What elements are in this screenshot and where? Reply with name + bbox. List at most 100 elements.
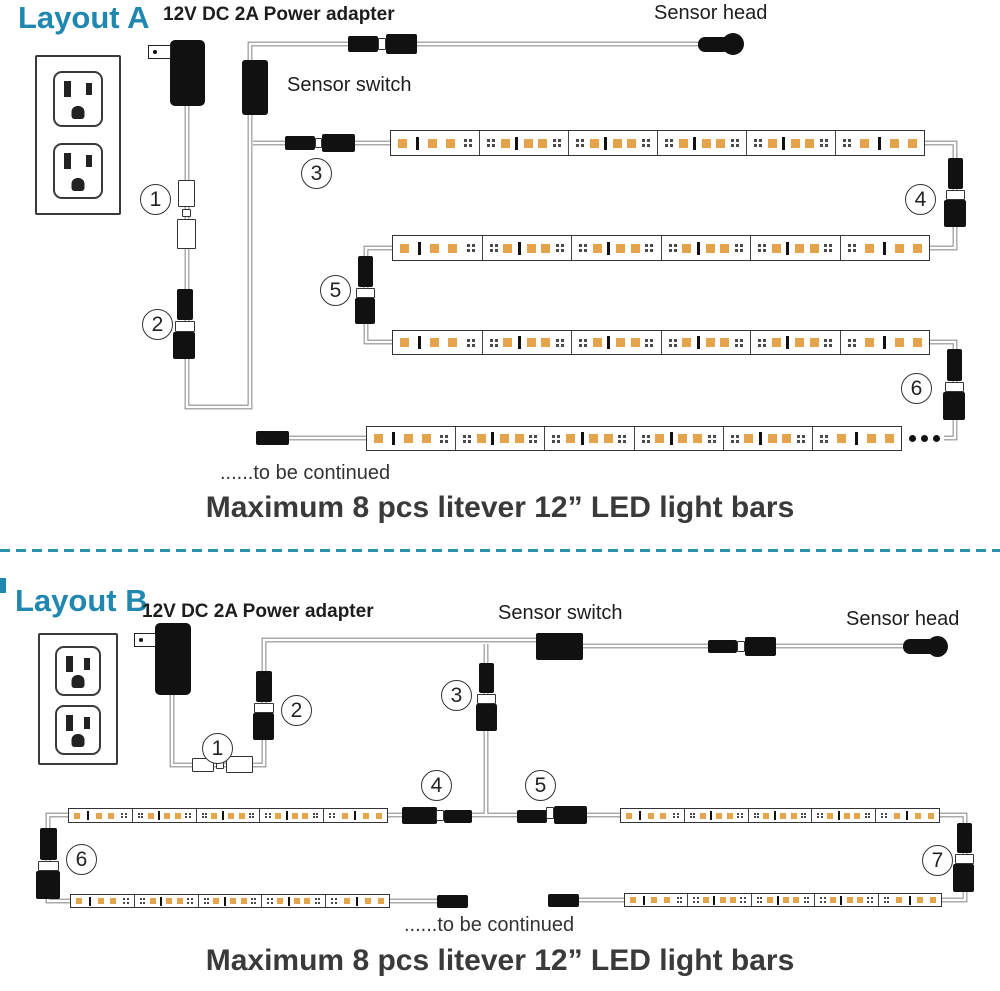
solder-pads <box>641 139 650 147</box>
dc-connector-female <box>745 637 776 656</box>
sensor-switch-label: Sensor switch <box>498 602 623 624</box>
sensor-switch-label: Sensor switch <box>287 74 412 96</box>
led-bar-segment <box>660 331 751 354</box>
led-chip <box>343 898 350 904</box>
led-chip <box>705 338 715 347</box>
led-chip <box>589 434 599 443</box>
led-bar-segment <box>479 131 568 155</box>
solder-pads <box>139 898 146 904</box>
layout-b-title: Layout B <box>15 583 148 618</box>
led-bar-segment <box>811 809 875 822</box>
led-chip <box>240 898 247 904</box>
connector-notch <box>378 38 386 50</box>
solder-pads <box>314 898 321 904</box>
led-chip <box>846 897 853 903</box>
solder-pads <box>466 338 475 347</box>
solder-pads <box>555 244 564 252</box>
led-bar-segment <box>722 427 812 450</box>
led-chip <box>856 897 863 903</box>
led-chip <box>701 138 711 148</box>
solder-pads <box>754 139 762 147</box>
led-bar-segment <box>811 427 901 450</box>
led-chip <box>782 434 792 443</box>
led-chip <box>908 138 917 148</box>
resistor-mark <box>607 241 611 255</box>
led-light-bar <box>624 893 942 907</box>
led-chip <box>149 898 156 904</box>
led-bar-segment <box>455 427 544 450</box>
dc-connector-female <box>386 34 417 54</box>
led-chip <box>76 898 82 904</box>
dc-connector-male <box>177 289 193 320</box>
dc-connector-female <box>36 871 60 899</box>
solder-pads <box>489 244 498 252</box>
resistor-mark <box>418 241 422 255</box>
led-chip <box>682 338 692 347</box>
resistor-mark <box>287 896 290 906</box>
dc-connector-female <box>355 298 375 324</box>
led-bar-segment <box>367 427 455 450</box>
led-chip <box>213 898 220 904</box>
step-marker-5: 5 <box>525 770 556 801</box>
dc-connector-male <box>708 640 737 653</box>
solder-pads <box>641 434 650 443</box>
solder-pads <box>864 812 871 819</box>
led-chip <box>655 434 665 443</box>
solder-pads <box>734 244 743 252</box>
solder-pads <box>820 897 826 903</box>
led-bar-segment <box>660 236 751 260</box>
solder-pads <box>740 897 746 903</box>
dc-connector-male <box>40 828 57 860</box>
led-light-bar <box>392 235 930 261</box>
solder-pads <box>817 812 823 819</box>
led-bar-segment <box>835 131 924 155</box>
led-chip <box>864 338 874 347</box>
led-bar-segment <box>633 427 723 450</box>
led-chip <box>763 812 770 819</box>
led-bar-segment <box>393 331 482 354</box>
resistor-mark <box>160 896 163 906</box>
dc-connector-male <box>479 663 494 693</box>
led-chip <box>304 898 311 904</box>
resistor-mark <box>837 811 840 820</box>
led-chip <box>895 897 902 903</box>
connector-notch <box>946 190 965 200</box>
dc-connector-female <box>226 756 253 773</box>
outlet-ground-hole <box>71 178 85 191</box>
solder-pads <box>329 812 335 819</box>
solder-pads <box>668 338 677 347</box>
dc-connector-female <box>173 332 195 359</box>
led-chip <box>476 434 486 443</box>
led-chip <box>827 812 834 819</box>
solder-pads <box>464 139 472 147</box>
solder-pads <box>331 898 337 904</box>
dc-connector-male <box>358 256 373 287</box>
led-chip <box>793 897 800 903</box>
led-chip <box>660 812 667 819</box>
led-chip <box>678 138 688 148</box>
led-light-bar <box>70 894 390 908</box>
led-bar-segment <box>325 895 389 907</box>
led-chip <box>291 812 298 819</box>
led-chip <box>843 812 850 819</box>
solder-pads <box>579 244 587 252</box>
led-chip <box>211 812 218 819</box>
led-chip <box>627 138 637 148</box>
resistor-mark <box>416 136 419 150</box>
wire-path <box>247 41 700 62</box>
connector-notch <box>175 321 195 332</box>
resistor-mark <box>158 811 161 820</box>
led-chip <box>866 434 876 443</box>
receptacle-icon <box>53 71 103 127</box>
outlet-slot <box>86 155 92 167</box>
led-chip <box>365 898 372 904</box>
resistor-mark <box>515 136 519 150</box>
resistor-mark <box>607 336 611 349</box>
led-chip <box>375 812 382 819</box>
resistor-mark <box>693 136 697 150</box>
led-bar-segment <box>750 331 840 354</box>
sensor-head-bulb-icon <box>927 636 948 657</box>
led-bar-segment <box>391 131 479 155</box>
led-chip <box>541 338 551 347</box>
